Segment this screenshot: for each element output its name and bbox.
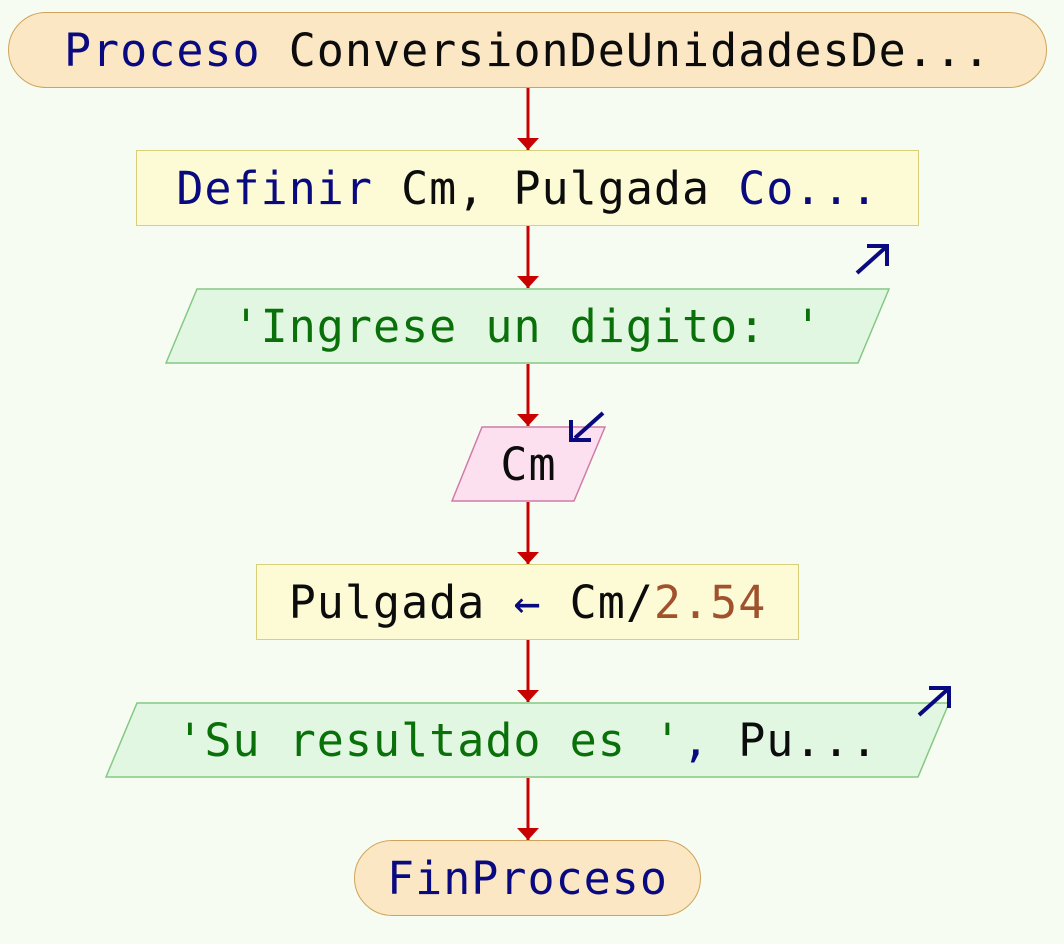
process-name: ConversionDeUnidadesDe... [260,23,992,77]
input-var: Cm [500,437,557,491]
start-label: Proceso ConversionDeUnidadesDe... [9,13,1046,87]
assign-box: Pulgada ← Cm/2.54 [256,564,799,640]
output-rest-2: Pu... [738,713,879,767]
define-box: Definir Cm, Pulgada Co... [136,150,919,226]
input-box: Cm [451,411,606,502]
output-box-2: 'Su resultado es ', Pu... [105,686,951,778]
assign-expr: Cm/ [541,575,654,629]
define-keyword: Definir [176,161,373,215]
assign-target: Pulgada [288,575,514,629]
output-shape-1 [165,288,890,364]
output-label-1: 'Ingrese un digito: ' [165,288,890,364]
define-type: Co... [738,161,879,215]
define-vars: Cm, Pulgada [372,161,739,215]
output-label-2: 'Su resultado es ', Pu... [105,702,950,778]
assign-number: 2.54 [653,575,767,629]
assign-arrow: ← [513,575,542,629]
define-label: Definir Cm, Pulgada Co... [137,151,918,225]
start-keyword: Proceso [63,23,261,77]
input-shape [451,426,606,502]
end-keyword: FinProceso [387,851,668,905]
start-terminal: Proceso ConversionDeUnidadesDe... [8,12,1047,88]
output-arrow-icon [855,244,889,275]
input-label: Cm [451,426,606,502]
output-string-1: 'Ingrese un digito: ' [232,299,823,353]
end-label: FinProceso [355,841,700,915]
input-arrow-icon [569,411,605,442]
output-string-2: 'Su resultado es ' [176,713,682,767]
output-comma-2: , [682,713,739,767]
end-terminal: FinProceso [354,840,701,916]
output-arrow-icon-2 [917,686,951,717]
output-box-1: 'Ingrese un digito: ' [165,244,890,364]
output-shape-2 [105,702,950,778]
assign-label: Pulgada ← Cm/2.54 [257,565,798,639]
